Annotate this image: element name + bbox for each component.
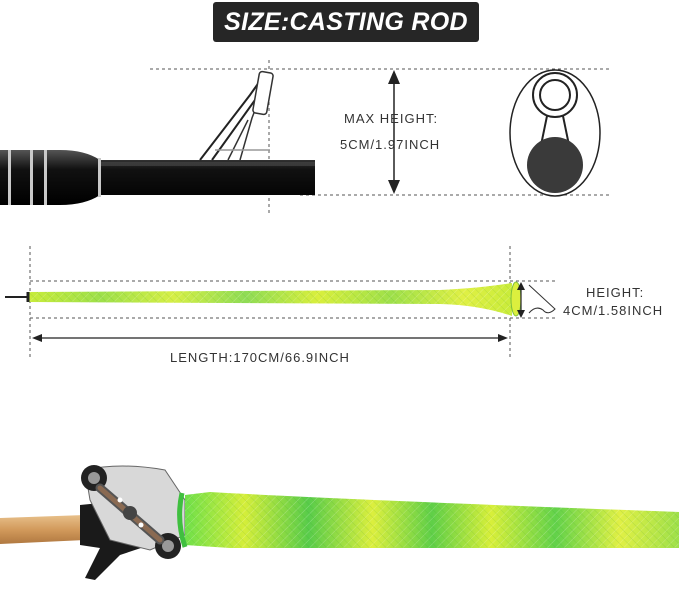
rod-with-sleeve-photo (0, 465, 679, 580)
max-height-value: 5CM/1.97INCH (340, 137, 441, 152)
length-value: LENGTH:170CM/66.9INCH (170, 350, 350, 365)
height-value: 4CM/1.58INCH (563, 303, 664, 318)
sleeve-dimension-view (5, 246, 555, 360)
rod-guide-icon (509, 69, 601, 197)
double-headed-arrow-icon (388, 70, 400, 194)
height-title: HEIGHT: (586, 285, 645, 300)
sleeve-height-arrow (517, 282, 556, 318)
max-height-title: MAX HEIGHT: (344, 111, 439, 126)
sleeve-length-arrow (32, 334, 508, 342)
rod-closeup (0, 60, 610, 215)
banner-title: SIZE:CASTING ROD (224, 7, 468, 36)
title-banner: SIZE:CASTING ROD (213, 2, 479, 42)
